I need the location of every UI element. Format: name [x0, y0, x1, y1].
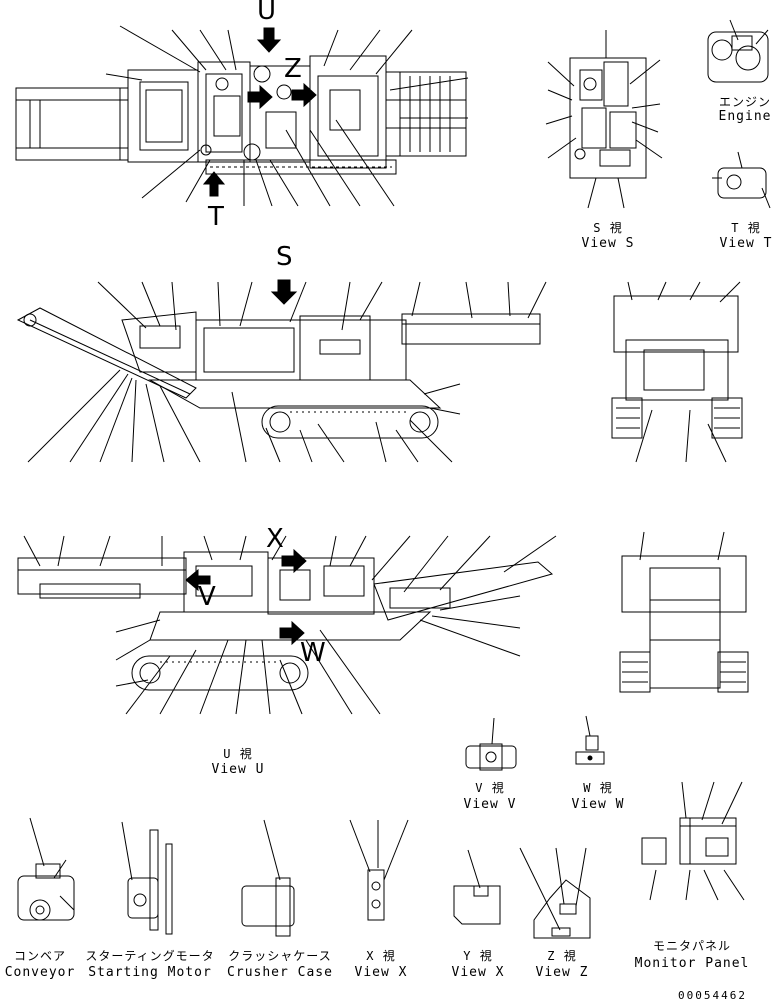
- view-x-label-en: View X: [354, 965, 408, 980]
- view-y-label-en: View X: [451, 965, 505, 980]
- view-z-label-en: View Z: [535, 965, 589, 980]
- view-w-label-jp: W 視: [583, 781, 613, 795]
- view-w-drawing: [575, 715, 605, 765]
- starting-motor-label-jp: スターティングモータ: [85, 949, 215, 963]
- side-view-left: [16, 279, 547, 463]
- view-t-drawing: [712, 151, 771, 209]
- view-z-label-jp: Z 視: [547, 949, 577, 963]
- view-y-label-jp: Y 視: [463, 949, 493, 963]
- starting-motor-label-en: Starting Motor: [88, 965, 212, 980]
- marker-u: U: [257, 0, 277, 26]
- view-z-drawing: [519, 847, 591, 939]
- rear-view: [611, 281, 743, 463]
- marker-z: Z: [284, 54, 302, 84]
- engine-label-jp: エンジン: [718, 95, 772, 109]
- view-v-label-en: View V: [463, 797, 517, 812]
- front-view: [619, 531, 749, 693]
- view-t-label-jp: T 視: [731, 221, 761, 235]
- crusher-case-label-jp: クラッシャケース: [228, 949, 332, 963]
- conveyor-drawing: [17, 817, 75, 921]
- crusher-case-label-en: Crusher Case: [227, 965, 333, 980]
- view-u-label-jp: U 視: [223, 747, 253, 761]
- engine-label-en: Engine: [718, 109, 772, 124]
- monitor-panel-drawing: [641, 781, 745, 901]
- marker-v: V: [198, 582, 216, 612]
- view-y-drawing: [453, 849, 501, 925]
- drawing-code: 00054462: [678, 989, 747, 1002]
- top-view: [15, 25, 469, 207]
- view-x-drawing: [349, 819, 409, 921]
- starting-motor-drawing: [121, 821, 173, 935]
- view-u-label-en: View U: [211, 762, 265, 777]
- conveyor-label-en: Conveyor: [4, 965, 76, 980]
- marker-w: W: [300, 638, 326, 668]
- marker-t: T: [208, 202, 224, 232]
- monitor-panel-label-en: Monitor Panel: [634, 956, 750, 971]
- marker-x: X: [266, 524, 284, 554]
- view-v-label-jp: V 視: [475, 781, 505, 795]
- engine-drawing: [707, 19, 769, 83]
- view-v-drawing: [465, 717, 517, 771]
- view-t-label-en: View T: [719, 236, 773, 251]
- crusher-case-drawing: [241, 819, 295, 937]
- view-w-label-en: View W: [571, 797, 625, 812]
- view-s-label-jp: S 視: [593, 221, 623, 235]
- monitor-panel-label-jp: モニタパネル: [652, 939, 732, 953]
- marker-s: S: [276, 242, 293, 272]
- view-s-label-en: View S: [581, 236, 635, 251]
- conveyor-label-jp: コンベア: [13, 949, 67, 963]
- view-s-drawing: [545, 30, 663, 209]
- view-x-label-jp: X 視: [366, 949, 396, 963]
- side-view-right: [17, 535, 557, 715]
